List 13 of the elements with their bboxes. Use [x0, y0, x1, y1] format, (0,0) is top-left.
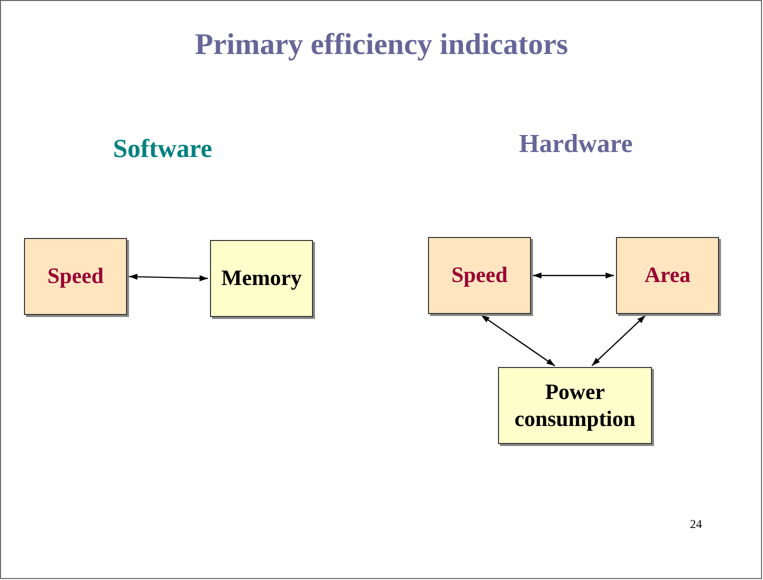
process-box: Memory: [210, 240, 313, 317]
double-arrow: [128, 274, 208, 282]
section-heading: Software: [113, 134, 212, 164]
double-arrow: [591, 314, 646, 366]
double-arrow: [533, 272, 614, 278]
process-box: Area: [616, 237, 719, 314]
process-box: Speed: [428, 237, 531, 314]
title: Primary efficiency indicators: [194, 28, 570, 62]
process-box: Power consumption: [498, 367, 652, 444]
page-number: 24: [690, 517, 702, 532]
double-arrow: [480, 314, 556, 366]
section-heading: Hardware: [519, 129, 633, 159]
process-box: Speed: [24, 238, 127, 315]
